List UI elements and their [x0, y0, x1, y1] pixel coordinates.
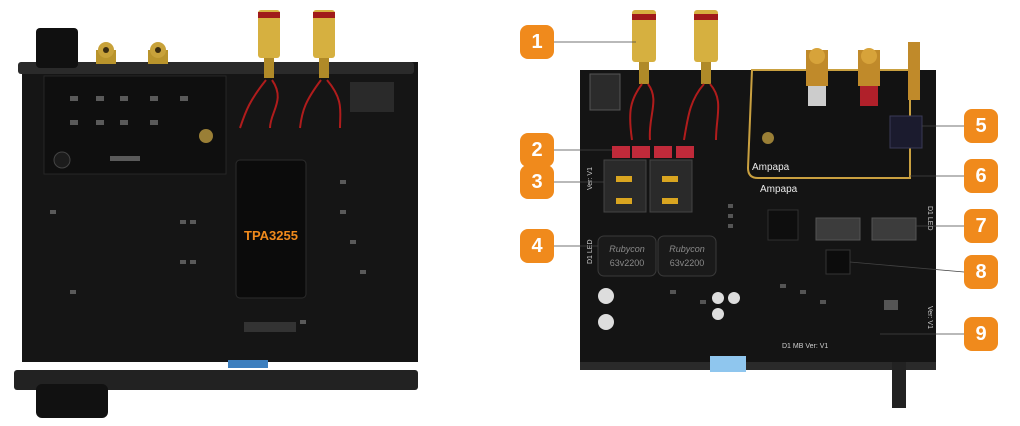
rear-panel	[18, 62, 414, 74]
callout-4: 4	[520, 229, 554, 263]
top-knob	[36, 28, 78, 68]
tpa3255-heatsink	[235, 159, 307, 299]
electrolytic-capacitors	[597, 235, 717, 277]
small-capacitors	[598, 288, 740, 330]
relays	[815, 217, 917, 241]
silk-ver-right: Ver: V1	[926, 306, 933, 329]
speaker-wire	[647, 83, 655, 141]
speaker-terminal	[632, 10, 656, 84]
callout-5: 5	[964, 109, 998, 143]
board-mounting-hole	[199, 129, 213, 143]
silk-board: D1 MB Ver: V1	[782, 343, 828, 350]
dsp-chip	[825, 249, 851, 275]
ribbon-connector	[244, 322, 296, 332]
speaker-wire	[709, 83, 720, 141]
speaker-terminal	[694, 10, 718, 84]
front-plate	[580, 362, 936, 370]
connector-block	[350, 82, 394, 112]
rca-jack	[148, 42, 168, 64]
output-inductors	[603, 159, 693, 213]
brand-top: Ampapa	[752, 162, 790, 173]
bluetooth-antenna	[908, 42, 920, 100]
capacitor-value: 63v2200	[670, 258, 705, 268]
bluetooth-module	[889, 115, 923, 149]
board-mounting-hole	[762, 132, 774, 144]
rca-jack	[96, 42, 116, 64]
brand-bottom: Ampapa	[760, 184, 798, 195]
capacitor-value: 63v2200	[610, 258, 645, 268]
front-panel	[14, 370, 418, 390]
smd-components	[670, 204, 898, 310]
volume-knob	[36, 384, 108, 418]
amplifier-internals-illustration: TPA3255	[14, 10, 418, 418]
silk-d1-led-left: D1 LED	[587, 239, 594, 264]
speaker-wire	[326, 79, 342, 129]
callout-3: 3	[520, 165, 554, 199]
smd-components	[50, 180, 366, 324]
capacitor-brand: Rubycon	[669, 244, 705, 254]
speaker-wire	[629, 83, 643, 141]
silk-ver-left: Ver: V1	[587, 167, 594, 190]
rca-jack	[806, 48, 828, 106]
speaker-wire	[269, 79, 279, 129]
rca-jack	[858, 48, 880, 106]
speaker-wire	[239, 79, 267, 129]
input-board-components	[70, 96, 188, 161]
output-connectors	[612, 146, 694, 158]
callout-6: 6	[964, 159, 998, 193]
capacitor-brand: Rubycon	[609, 244, 645, 254]
speaker-terminal	[313, 10, 335, 78]
annotated-board-illustration: Rubycon 63v2200 Rubycon 63v2200 Ampapa A…	[552, 10, 965, 408]
amplifier-top-view-photo: TPA3255	[0, 0, 440, 426]
annotated-board-photo: Rubycon 63v2200 Rubycon 63v2200 Ampapa A…	[520, 0, 1020, 426]
chip-label: TPA3255	[244, 228, 298, 243]
board-mounting-hole	[53, 151, 71, 169]
callout-1: 1	[520, 25, 554, 59]
speaker-wire	[683, 83, 705, 141]
amplifier-chip	[767, 209, 799, 241]
callout-8: 8	[964, 255, 998, 289]
volume-shaft	[892, 362, 906, 408]
callout-7: 7	[964, 209, 998, 243]
callout-9: 9	[964, 317, 998, 351]
speaker-terminal	[258, 10, 280, 78]
callout-2: 2	[520, 133, 554, 167]
callout-leader-lines	[552, 41, 965, 335]
speaker-wire	[299, 79, 322, 129]
silk-d1-led-right: D1 LED	[926, 206, 933, 231]
ribbon-cable	[228, 360, 268, 368]
power-inlet	[589, 73, 621, 111]
ribbon-cable	[710, 356, 746, 372]
